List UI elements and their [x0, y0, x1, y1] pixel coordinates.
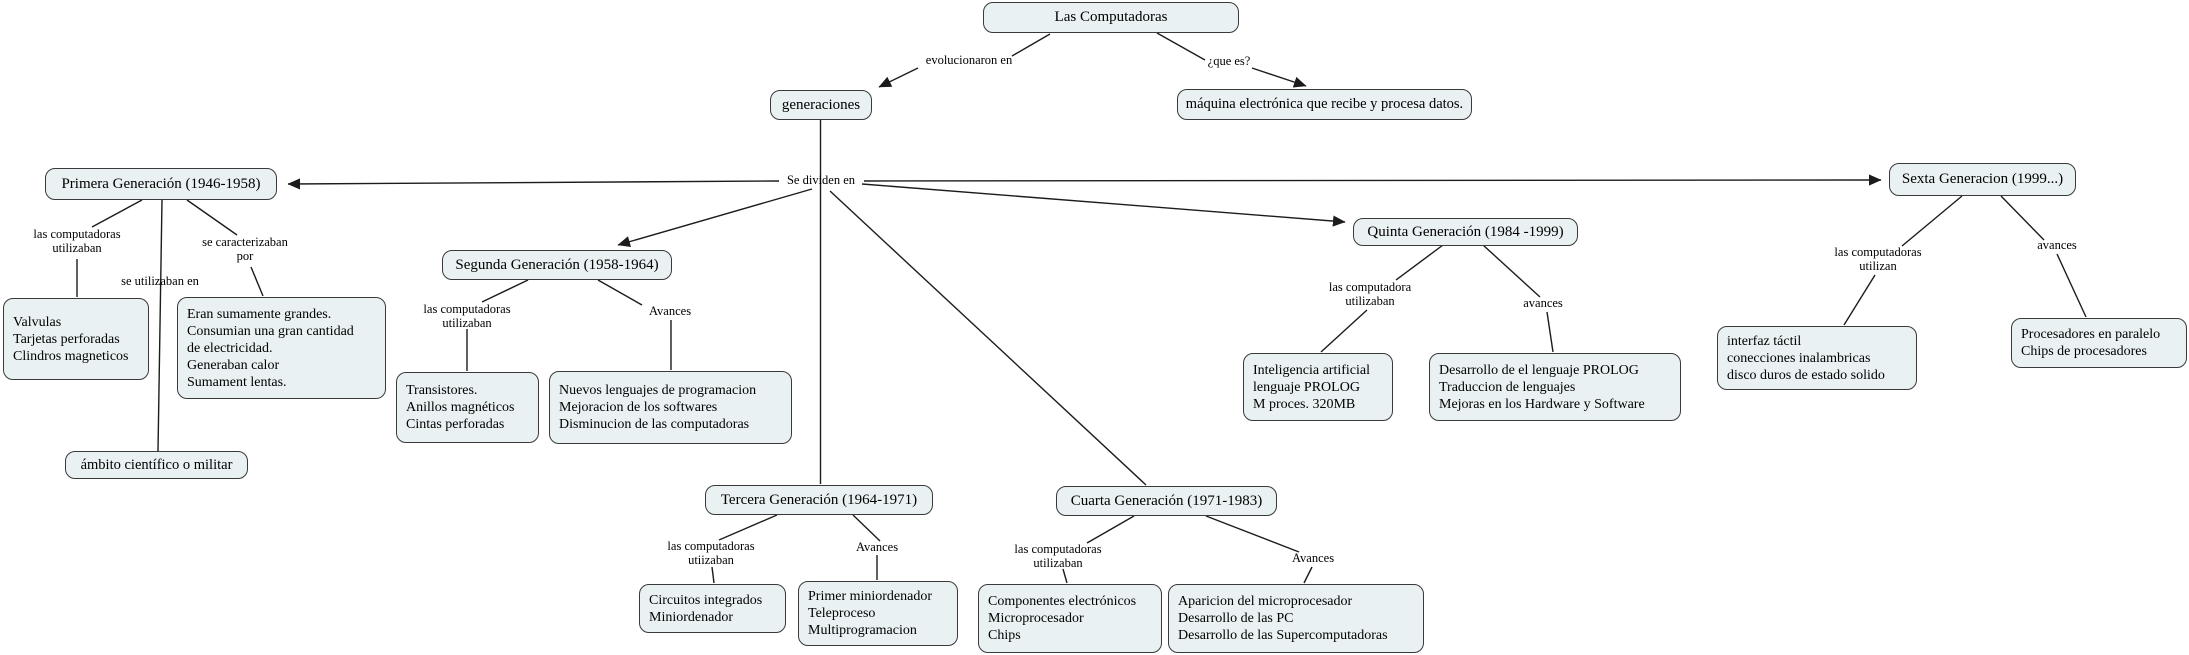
- node-segunda-avances[interactable]: Nuevos lenguajes de programacion Mejorac…: [549, 371, 792, 444]
- node-primera-caracteristicas[interactable]: Eran sumamente grandes. Consumian una gr…: [177, 297, 386, 399]
- node-cuarta-avances[interactable]: Aparicion del microprocesador Desarrollo…: [1168, 584, 1424, 653]
- link-label-primera-utilizaban: las computadoras utilizaban: [33, 227, 121, 255]
- node-sexta-generacion[interactable]: Sexta Generacion (1999...): [1889, 163, 2076, 196]
- node-primera-ambito[interactable]: ámbito científico o militar: [65, 451, 248, 479]
- node-segunda-generacion[interactable]: Segunda Generación (1958-1964): [442, 250, 672, 280]
- node-cuarta-utilizaban[interactable]: Componentes electrónicos Microprocesador…: [978, 584, 1162, 653]
- link-label-segunda-utilizaban: las computadoras utilizaban: [423, 302, 511, 330]
- link-label-primera-utilizaban-en: se utilizaban en: [121, 274, 199, 288]
- link-label-primera-caracterizaban: se caracterizaban por: [202, 235, 288, 263]
- node-tercera-utilizaban[interactable]: Circuitos integrados Miniordenador: [639, 584, 786, 633]
- link-label-sexta-utilizan: las computadoras utilizan: [1834, 245, 1922, 273]
- link-label-evolucionaron-en: evolucionaron en: [925, 53, 1013, 67]
- node-primera-generacion[interactable]: Primera Generación (1946-1958): [45, 168, 277, 200]
- node-cuarta-generacion[interactable]: Cuarta Generación (1971-1983): [1056, 486, 1277, 516]
- node-las-computadoras[interactable]: Las Computadoras: [983, 2, 1239, 33]
- link-label-se-dividen-en: Se dividen en: [786, 173, 856, 187]
- node-quinta-utilizaban[interactable]: Inteligencia artificial lenguaje PROLOG …: [1243, 353, 1393, 421]
- link-label-segunda-avances: Avances: [648, 304, 692, 318]
- node-generaciones[interactable]: generaciones: [770, 90, 872, 120]
- link-label-que-es: ¿que es?: [1207, 54, 1251, 68]
- link-label-sexta-avances: avances: [2037, 238, 2077, 252]
- node-primera-utilizaban[interactable]: Valvulas Tarjetas perforadas Clindros ma…: [3, 298, 149, 380]
- link-label-cuarta-utilizaban: las computadoras utilizaban: [1014, 542, 1102, 570]
- node-sexta-utilizan[interactable]: interfaz táctil conecciones inalambricas…: [1717, 326, 1917, 390]
- link-label-cuarta-avances: Avances: [1291, 551, 1335, 565]
- node-sexta-avances[interactable]: Procesadores en paralelo Chips de proces…: [2011, 318, 2187, 368]
- link-label-tercera-utilizaban: las computadoras utiizaban: [667, 539, 755, 567]
- node-quinta-generacion[interactable]: Quinta Generación (1984 -1999): [1353, 218, 1578, 246]
- node-tercera-generacion[interactable]: Tercera Generación (1964-1971): [705, 485, 933, 515]
- link-label-quinta-avances: avances: [1523, 296, 1563, 310]
- node-quinta-avances[interactable]: Desarrollo de el lenguaje PROLOG Traducc…: [1429, 353, 1681, 421]
- node-tercera-avances[interactable]: Primer miniordenador Teleproceso Multipr…: [798, 581, 958, 646]
- link-label-tercera-avances: Avances: [855, 540, 899, 554]
- node-definicion[interactable]: máquina electrónica que recibe y procesa…: [1177, 89, 1472, 120]
- node-segunda-utilizaban[interactable]: Transistores. Anillos magnéticos Cintas …: [396, 372, 539, 443]
- link-label-quinta-utilizaban: las computadora utilizaban: [1328, 280, 1412, 308]
